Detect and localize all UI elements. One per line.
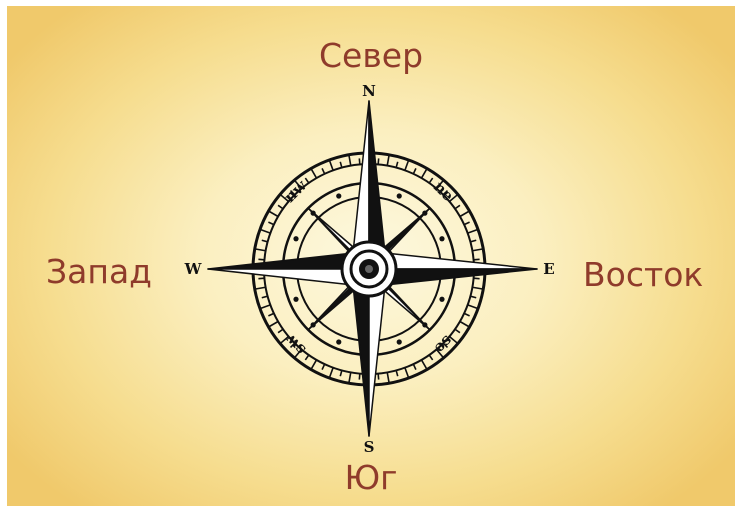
degree-tick (269, 322, 279, 328)
ring-dot (439, 236, 444, 241)
degree-tick (472, 249, 483, 251)
compass-rose: nw ne sw se (7, 6, 735, 506)
se-ring-label: se (431, 332, 456, 357)
degree-tick (311, 169, 317, 179)
ring-dot (397, 339, 402, 344)
degree-tick (305, 178, 308, 183)
degree-tick (455, 205, 460, 208)
degree-tick (269, 211, 279, 217)
degree-tick (460, 322, 470, 328)
degree-tick (260, 305, 270, 309)
degree-tick (359, 158, 360, 164)
degree-tick (470, 296, 476, 298)
degree-tick (322, 168, 325, 173)
degree-tick (464, 222, 469, 225)
ring-dot (336, 339, 341, 344)
degree-tick (378, 374, 379, 380)
degree-tick (268, 313, 273, 316)
degree-tick (422, 169, 428, 179)
degree-tick (268, 222, 273, 225)
degree-tick (387, 155, 389, 166)
ring-dot (293, 297, 298, 302)
s-letter: S (364, 438, 375, 456)
degree-tick (378, 158, 379, 164)
degree-tick (474, 259, 480, 260)
degree-tick (359, 374, 360, 380)
compass-slide: Север Юг Запад Восток nw ne sw se (7, 6, 735, 506)
degree-tick (396, 370, 398, 376)
ring-dot (293, 236, 298, 241)
ring-dot (397, 193, 402, 198)
degree-tick (278, 329, 283, 332)
degree-tick (260, 229, 270, 233)
n-letter: N (362, 82, 376, 100)
degree-tick (340, 370, 342, 376)
degree-tick (255, 287, 266, 289)
degree-tick (387, 372, 389, 383)
ne-ring-label: ne (430, 178, 457, 205)
degree-tick (470, 240, 476, 242)
degree-tick (322, 364, 325, 369)
degree-tick (396, 162, 398, 168)
degree-tick (422, 360, 428, 370)
degree-tick (474, 278, 480, 279)
degree-tick (329, 160, 333, 170)
degree-tick (340, 162, 342, 168)
ring-dot (439, 297, 444, 302)
degree-tick (262, 240, 268, 242)
degree-tick (258, 259, 264, 260)
degree-tick (472, 287, 483, 289)
ring-dot (336, 193, 341, 198)
degree-tick (329, 368, 333, 378)
degree-tick (455, 329, 460, 332)
degree-tick (405, 160, 409, 170)
hub-glint (365, 265, 373, 273)
e-letter: E (543, 260, 554, 278)
degree-tick (460, 211, 470, 217)
degree-tick (311, 360, 317, 370)
degree-tick (349, 372, 351, 383)
degree-tick (262, 296, 268, 298)
degree-tick (413, 364, 416, 369)
sw-ring-label: sw (281, 330, 310, 359)
w-letter: W (184, 260, 203, 278)
degree-tick (278, 205, 283, 208)
degree-tick (255, 249, 266, 251)
degree-tick (468, 229, 478, 233)
degree-tick (405, 368, 409, 378)
degree-tick (429, 355, 432, 360)
degree-tick (305, 355, 308, 360)
degree-tick (413, 168, 416, 173)
degree-tick (258, 278, 264, 279)
degree-tick (468, 305, 478, 309)
degree-tick (429, 178, 432, 183)
degree-tick (464, 313, 469, 316)
degree-tick (349, 155, 351, 166)
